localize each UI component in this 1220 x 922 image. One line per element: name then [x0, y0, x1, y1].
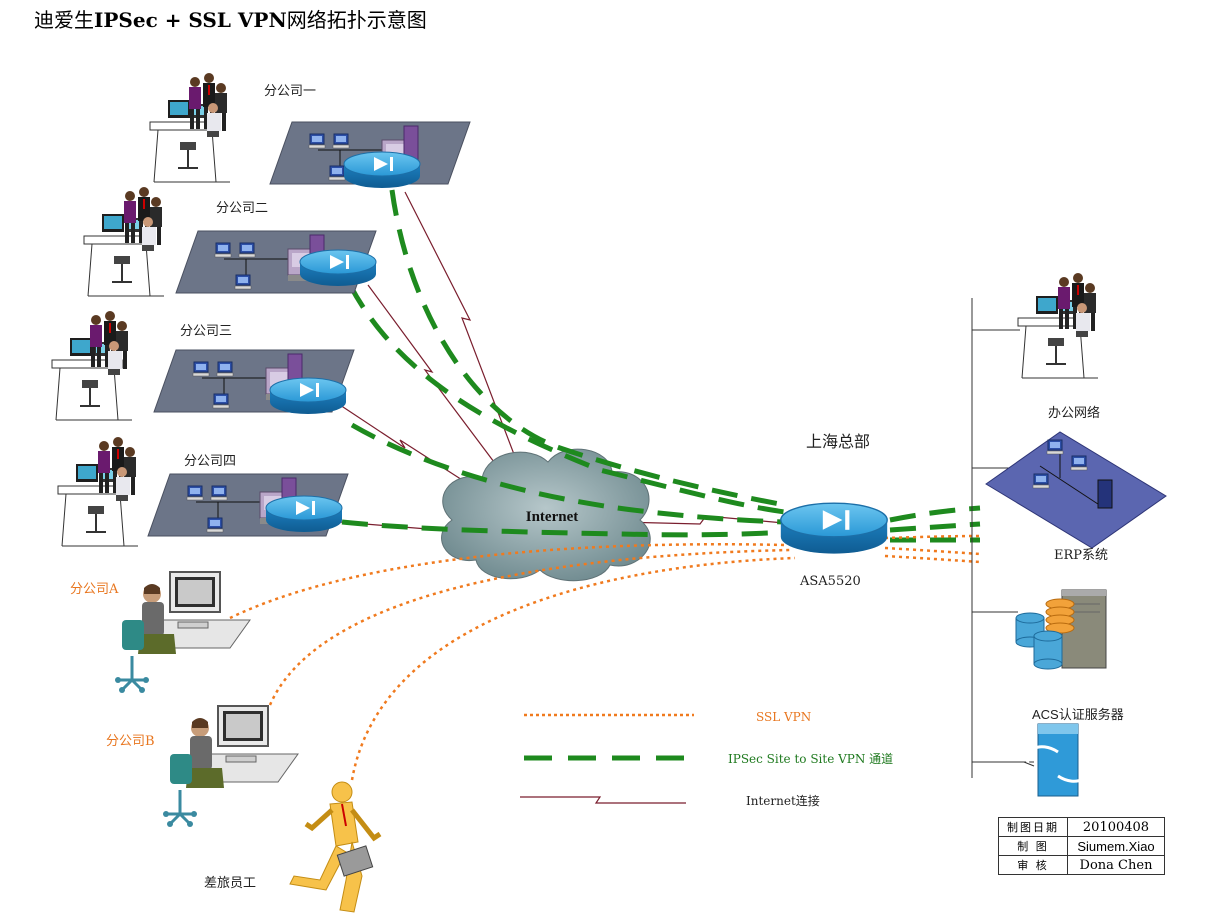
ssl-vpn-link-a [229, 543, 786, 620]
internet-label: Internet [526, 509, 579, 525]
router-branch-4 [265, 495, 343, 533]
branch-label-4: 分公司四 [184, 454, 237, 469]
ipsec-tunnel-3 [350, 422, 786, 525]
internet-link-branch-2 [367, 284, 501, 471]
ssl-vpn-link-traveler [350, 556, 796, 781]
remote-user-a [113, 570, 252, 695]
ssl-vpn-link-b [268, 548, 791, 706]
hq-asa-router [780, 502, 888, 555]
segment-label-erp: ERP系统 [1054, 548, 1109, 563]
info-author-value: Siumem.Xiao [1067, 836, 1165, 856]
ssl-vpn-hq-1 [884, 546, 981, 556]
branch-label-3: 分公司三 [180, 324, 233, 339]
ssl-vpn-hq-2 [884, 554, 981, 564]
ipsec-tunnel-hq-2 [889, 521, 981, 533]
branch-label-1: 分公司一 [264, 84, 317, 99]
legend [520, 713, 694, 804]
router-branch-3 [269, 377, 347, 415]
info-review-value: Dona Chen [1067, 855, 1165, 875]
remote-label-a: 分公司A [70, 582, 119, 597]
acs-server-icon [1023, 723, 1091, 797]
segment-label-office: 办公网络 [1048, 406, 1101, 421]
ipsec-tunnels [341, 189, 981, 543]
info-date-label: 制图日期 [998, 817, 1068, 837]
internet-link-branch-3 [339, 404, 471, 486]
router-branch-2 [299, 249, 377, 287]
traveler-figure [289, 781, 382, 913]
ssl-vpn-links [229, 534, 981, 781]
ipsec-tunnel-2 [347, 283, 786, 515]
title-bold: IPSec + SSL VPN [94, 8, 287, 32]
ipsec-tunnel-1 [389, 189, 786, 508]
internet-link-branch-1 [404, 191, 521, 471]
remote-user-b [161, 704, 300, 829]
legend-ipsec-label: IPSec Site to Site VPN 通道 [728, 752, 894, 766]
hq-name: 上海总部 [806, 432, 871, 451]
info-date-value: 20100408 [1067, 817, 1165, 837]
info-author-label: 制 图 [998, 836, 1068, 856]
remote-label-b: 分公司B [106, 734, 155, 749]
ipsec-tunnel-4 [341, 519, 791, 538]
hq-backbone [971, 298, 1034, 778]
drawing-info-table: 制图日期 20100408 制 图 Siumem.Xiao 审 核 Dona C… [998, 817, 1165, 875]
hq-device-label: ASA5520 [800, 574, 861, 589]
legend-internet-line [520, 796, 686, 804]
ipsec-tunnel-hq-1 [889, 505, 981, 523]
info-review-label: 审 核 [998, 855, 1068, 875]
server-cluster-icon [1015, 589, 1107, 670]
legend-internet-label: Internet连接 [746, 794, 820, 808]
branch-label-2: 分公司二 [216, 201, 269, 216]
legend-ssl-label: SSL VPN [756, 710, 812, 724]
erp-system-icon [985, 431, 1167, 549]
internet-cloud: Internet [441, 448, 651, 582]
diagram-title: 迪爱生IPSec + SSL VPN网络拓扑示意图 [34, 4, 427, 33]
title-suffix: 网络拓扑示意图 [286, 8, 427, 32]
hq-office-network-icon [1017, 273, 1099, 379]
title-prefix: 迪爱生 [34, 8, 94, 32]
ssl-vpn-hq-3 [884, 534, 981, 540]
traveler-label: 差旅员工 [204, 876, 257, 891]
router-branch-1 [343, 151, 421, 189]
segment-label-acs: ACS认证服务器 [1032, 707, 1124, 722]
